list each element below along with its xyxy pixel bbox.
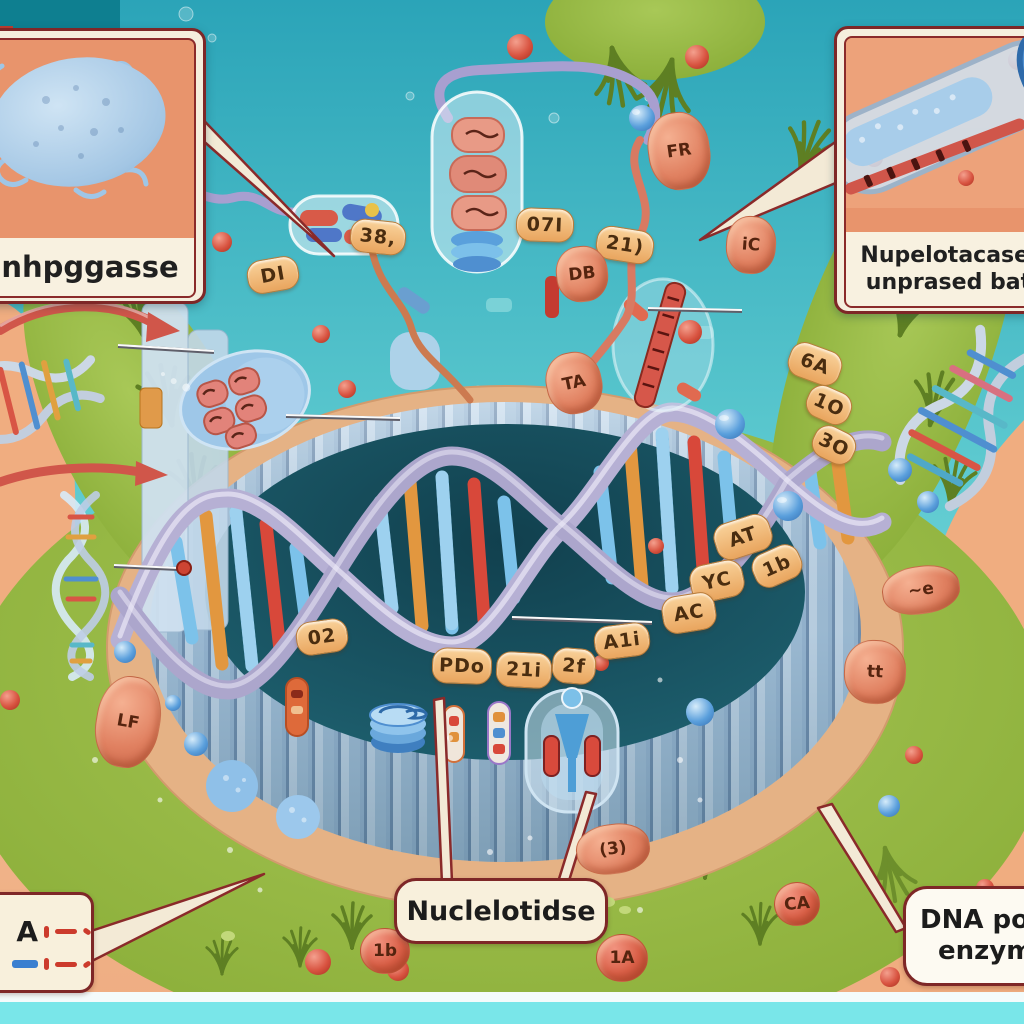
dna-helix-main <box>110 402 892 700</box>
rim-pill: 38, <box>348 217 408 257</box>
helicase-cell-art <box>0 40 194 238</box>
legend-tick-icon <box>44 925 49 938</box>
legend-box: A <box>0 892 94 993</box>
rim-pill: PDo <box>431 646 493 686</box>
membrane-gate <box>524 687 620 814</box>
helicase-enzyme-blob <box>160 349 311 451</box>
nucleotides-label-box: Nuclelotidse <box>394 878 608 944</box>
legend-row-1: A <box>16 915 92 948</box>
legend-row1-label: A <box>16 915 38 948</box>
legend-tick2-icon <box>44 958 49 970</box>
pin-callouts <box>113 307 743 625</box>
rim-pill: 21i <box>495 650 553 690</box>
legend-dash-icon <box>55 929 77 934</box>
blue-pill-in-pit <box>390 332 440 390</box>
dna-polymerase-label-box: DNA poli enzyme <box>903 886 1024 986</box>
nuclease-tube-drawing <box>846 38 1024 208</box>
inset-nuclease-label: Nupelotacase a unprased bato <box>846 232 1024 306</box>
crater-pit <box>106 276 904 911</box>
inset-helicase-label: nhpggasse <box>0 238 194 296</box>
background-dna-fragment-left <box>0 355 105 444</box>
helicase-cell-drawing <box>0 40 182 206</box>
inset-helicase-frame: nhpggasse <box>0 38 196 298</box>
nucleotide-capsule <box>147 61 661 404</box>
bottom-strip <box>0 992 1024 1024</box>
dna-polymerase-label-line2: enzyme <box>938 936 1024 966</box>
red-arrows <box>0 300 180 487</box>
background-dna-fragment-right <box>894 324 1024 512</box>
legend-dash2-icon <box>55 961 77 967</box>
dna-polymerase-label-line1: DNA poli <box>920 904 1024 935</box>
inset-nuclease: Nupelotacase a unprased bato <box>834 26 1024 314</box>
wedge-pointers <box>74 102 908 966</box>
inset-nuclease-frame: Nupelotacase a unprased bato <box>844 36 1024 308</box>
inset-nuclease-label-line2: unprased bato <box>865 270 1024 295</box>
spiral-disc <box>369 703 428 753</box>
rim-pill: 07I <box>515 206 575 244</box>
blue-spheres <box>114 105 939 839</box>
nuclease-tube-art <box>846 38 1024 232</box>
legend-row-2 <box>12 958 92 970</box>
inset-helicase: nhpggasse <box>0 28 206 304</box>
floating-blob: 1A <box>596 934 648 982</box>
legend-blue-bar-icon <box>12 960 38 968</box>
legend-comma2-icon <box>82 959 92 969</box>
inset-nuclease-label-line1: Nupelotacase a <box>860 242 1024 268</box>
small-helix-left <box>51 491 110 681</box>
legend-comma-icon <box>82 927 92 936</box>
rim-pill: 2f <box>550 646 598 686</box>
nucleotides-label: Nuclelotidse <box>406 895 596 927</box>
